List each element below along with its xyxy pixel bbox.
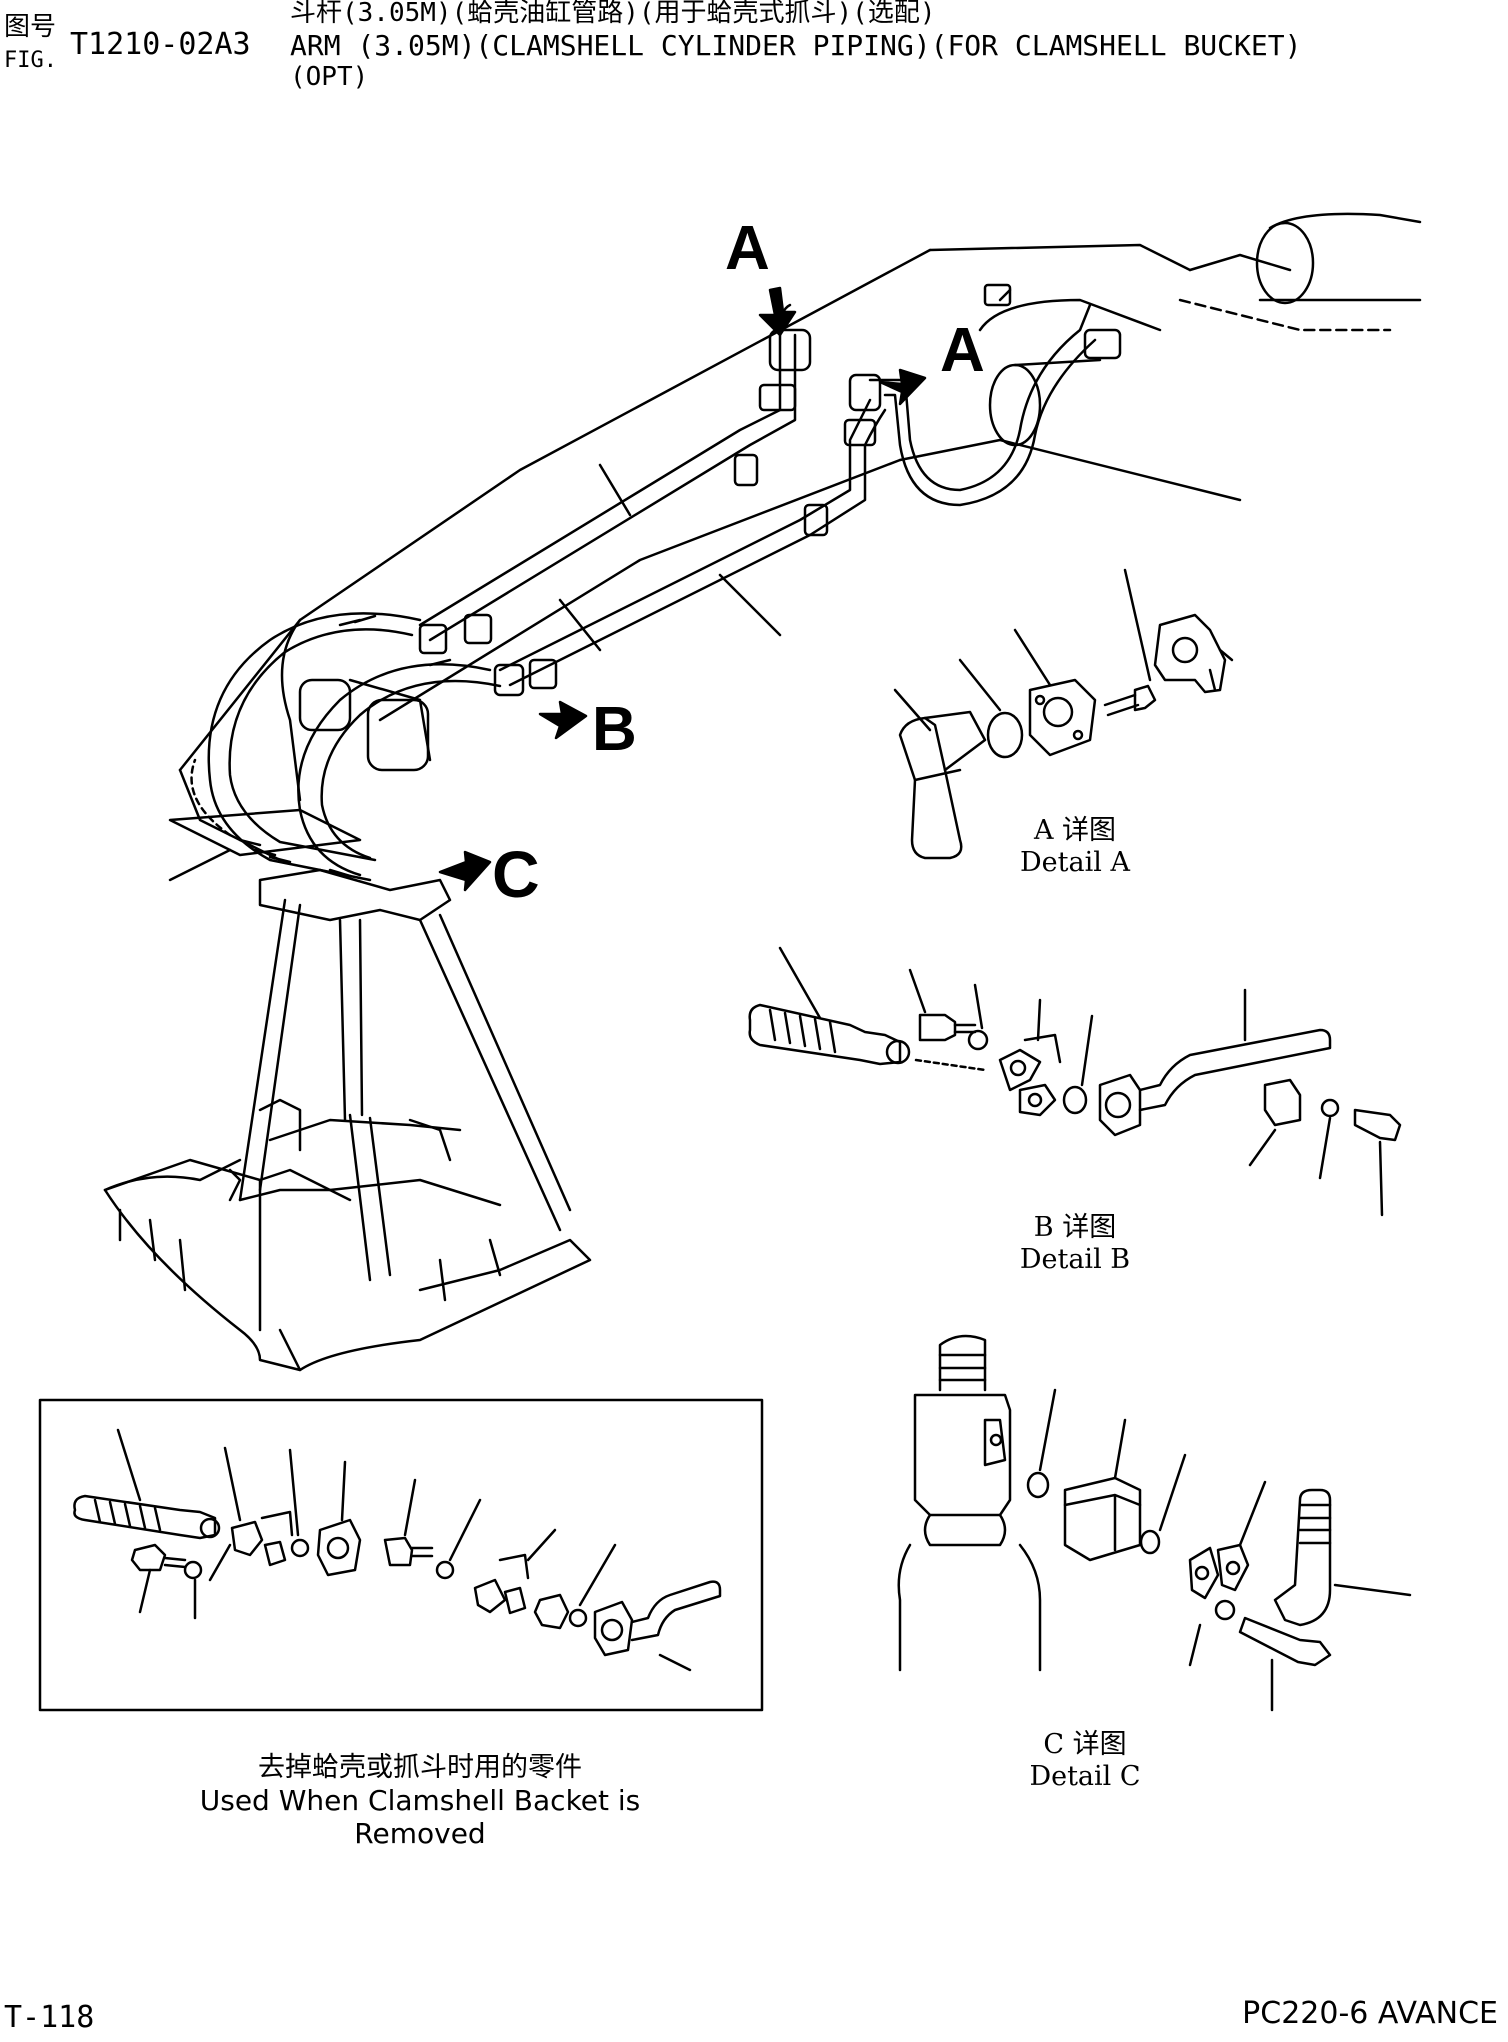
detail-a-cn: A 详图 [1033, 815, 1117, 846]
removed-parts-caption: 去掉蛤壳或抓斗时用的零件 Used When Clamshell Backet … [130, 1745, 710, 1850]
page-number: T-118 [4, 2000, 95, 2035]
detail-a-parts [893, 568, 1234, 860]
detail-b-caption: B 详图 Detail B [990, 1205, 1160, 1275]
title-chinese: 斗杆(3.05M)(蛤壳油缸管路)(用于蛤壳式抓斗)(选配) [290, 0, 936, 28]
callout-arrows [438, 286, 927, 892]
callout-a-right: A [940, 316, 985, 385]
fig-label-cn: 图号 [4, 12, 57, 42]
detail-b-en: Detail B [1019, 1244, 1131, 1275]
figure-number: T1210-02A3 [70, 27, 251, 62]
removed-parts [73, 1428, 722, 1672]
model-name: PC220-6 AVANCE [1242, 1996, 1498, 2031]
removed-parts-cn: 去掉蛤壳或抓斗时用的零件 [258, 1752, 582, 1783]
detail-a-caption: A 详图 Detail A [990, 808, 1160, 878]
title-english: ARM (3.05M)(CLAMSHELL CYLINDER PIPING)(F… [290, 29, 1302, 62]
arm-body [168, 212, 1422, 882]
removed-parts-box [38, 1398, 764, 1712]
detail-b-cn: B 详图 [1033, 1212, 1117, 1243]
detail-c-caption: C 详图 Detail C [1000, 1722, 1170, 1792]
detail-c-parts [897, 1334, 1412, 1712]
detail-a-en: Detail A [1020, 847, 1130, 878]
callout-c: C [492, 837, 540, 911]
title-option: (OPT) [290, 62, 369, 92]
detail-c-cn: C 详图 [1043, 1729, 1127, 1760]
callout-a-top: A [725, 214, 770, 283]
detail-c-en: Detail C [1029, 1761, 1141, 1792]
callout-b: B [592, 695, 637, 764]
detail-b-parts [748, 946, 1402, 1217]
arm-piping [190, 283, 1162, 882]
fig-label-en: FIG. [4, 48, 57, 73]
clamshell-bucket [103, 868, 592, 1372]
removed-parts-en: Used When Clamshell Backet is Removed [199, 1784, 641, 1850]
